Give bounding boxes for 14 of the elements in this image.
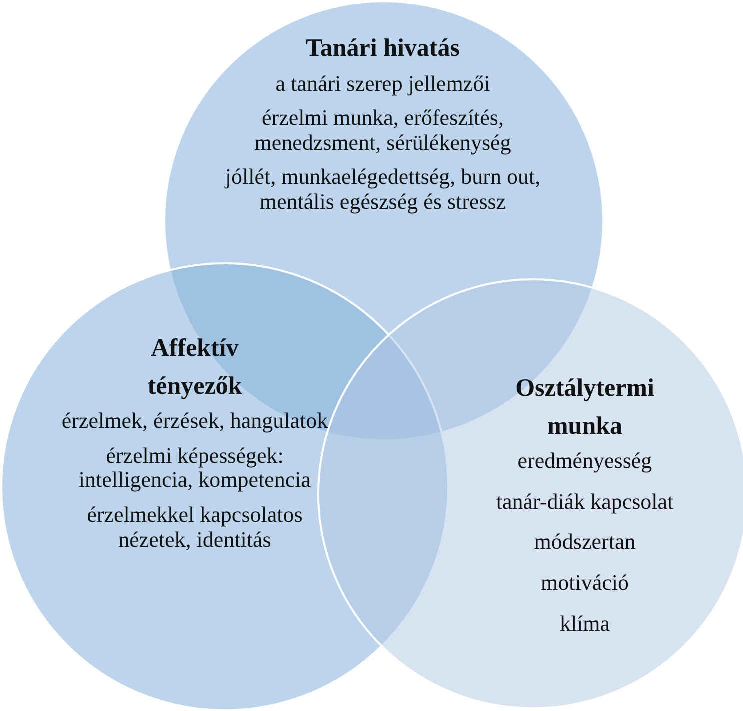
circle-text: tanár-diák kapcsolat xyxy=(496,490,674,514)
circle-text: motiváció xyxy=(541,570,629,596)
circle-title: Osztálytermi munka xyxy=(514,374,656,442)
circle-text: módszertan xyxy=(534,530,636,555)
circle-text: érzelmekkel kapcsolatos nézetek, identitás xyxy=(86,502,304,552)
circle-text: jóllét, munkaelégedettség, burn out, mentális egészség és stressz xyxy=(224,165,542,215)
circle-text: a tanári szerep jellemzői xyxy=(276,72,490,96)
circle-title: Affektív tényezők xyxy=(146,334,244,402)
circle-text: érzelmi munka, erőfeszítés, menedzsment, sérülékenység xyxy=(254,106,512,156)
circle-text: klíma xyxy=(560,612,610,636)
circle-text: érzelmek, érzések, hangulatok xyxy=(62,409,328,434)
circle-title: Tanári hivatás xyxy=(306,34,460,64)
circle-text: eredményesség xyxy=(518,449,652,474)
circle-text: érzelmi képességek: intelligencia, kompetencia xyxy=(78,444,312,493)
